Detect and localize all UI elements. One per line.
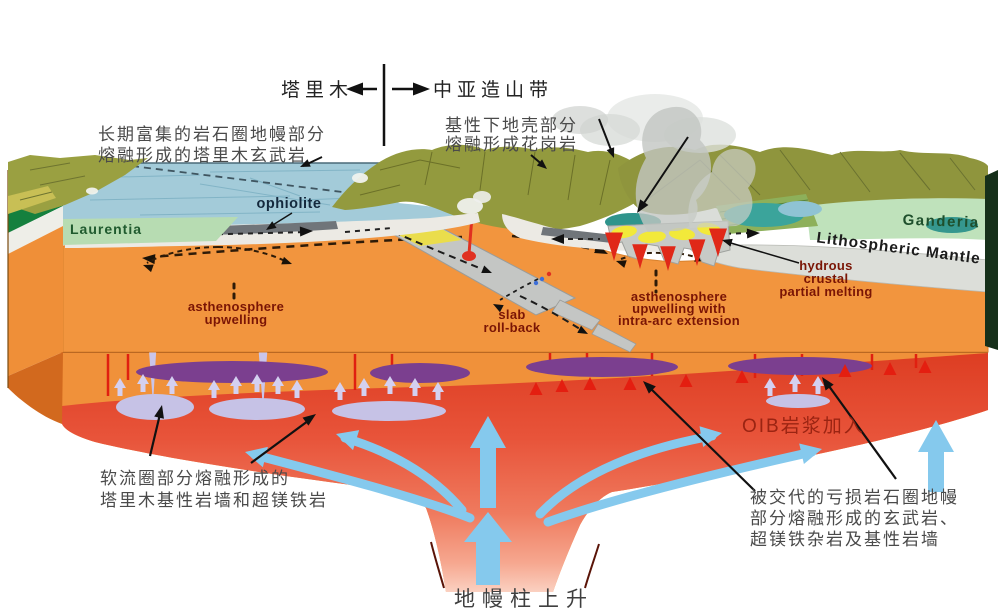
ganderia-label: Ganderia [902, 212, 980, 232]
hydrous-melting-line3: partial melting [779, 284, 872, 299]
hydrous-melting-line1: hydrous [799, 258, 852, 273]
ophiolite-label: ophiolite [257, 196, 322, 212]
metasomatized-label-line1: 被交代的亏损岩石圈地幔 [750, 488, 959, 507]
plume-up-arrow-right [918, 420, 954, 492]
plume-up-arrow-low [464, 512, 512, 585]
left-corner-mountains [8, 155, 148, 214]
region-label-caob: 中亚造山带 [433, 79, 553, 101]
asthenosphere-upwelling-line1: asthenosphere [188, 299, 284, 314]
plume-wall-right [584, 543, 600, 589]
mantle-plume-label: 地幔柱上升 [454, 588, 594, 611]
granite-label-line1: 基性下地壳部分 [445, 116, 578, 135]
label-pointer-arrows [148, 118, 897, 492]
intra-arc-line3: intra-arc extension [618, 313, 740, 328]
surface-region [7, 94, 998, 424]
metasomatized-label-line2: 部分熔融形成的玄武岩、 [750, 509, 959, 528]
central-mountains [332, 144, 649, 261]
lavender-melt-bodies [116, 394, 830, 421]
hydrous-melting-line2: crustal [804, 271, 849, 286]
header-divider [346, 64, 430, 146]
spreading-arrows [147, 227, 753, 240]
block-right-edge [985, 170, 998, 350]
laurentia-label: Laurentia [70, 221, 142, 237]
enriched-basalt-label-line1: 长期富集的岩石圈地幔部分 [98, 125, 326, 144]
lithospheric-mantle-band [687, 244, 989, 293]
region-label-tarim: 塔里木 [281, 79, 353, 101]
intra-arc-line1: asthenosphere [631, 289, 727, 304]
upwelling-fountain-left [146, 246, 288, 302]
purple-sills [136, 357, 872, 383]
intra-arc-line2: upwelling with [632, 301, 726, 316]
ophiolite-band-right [541, 227, 614, 243]
plume-flow-arrows [242, 416, 954, 585]
oib-label: OIB岩浆加入 [742, 415, 865, 437]
laurentia-band [63, 217, 238, 245]
deep-mantle-region [60, 338, 988, 592]
dyke-label-line2: 塔里木基性岩墙和超镁铁岩 [100, 491, 328, 510]
granite-label-line2: 熔融形成花岗岩 [445, 135, 578, 154]
volcanic-smoke-plumes [552, 94, 756, 232]
asthenosphere-upwelling-line2: upwelling [205, 312, 268, 327]
metasomatized-label-line3: 超镁铁杂岩及基性岩墙 [750, 530, 940, 549]
slab-rollback-line2: roll-back [484, 320, 541, 335]
slab-rollback-line1: slab [498, 307, 525, 322]
plume-wall-left [430, 541, 445, 589]
dyke-label-line1: 软流圈部分熔融形成的 [100, 469, 290, 488]
enriched-basalt-label-line2: 熔融形成的塔里木玄武岩 [98, 146, 307, 165]
plume-up-arrow-mid [470, 416, 506, 508]
